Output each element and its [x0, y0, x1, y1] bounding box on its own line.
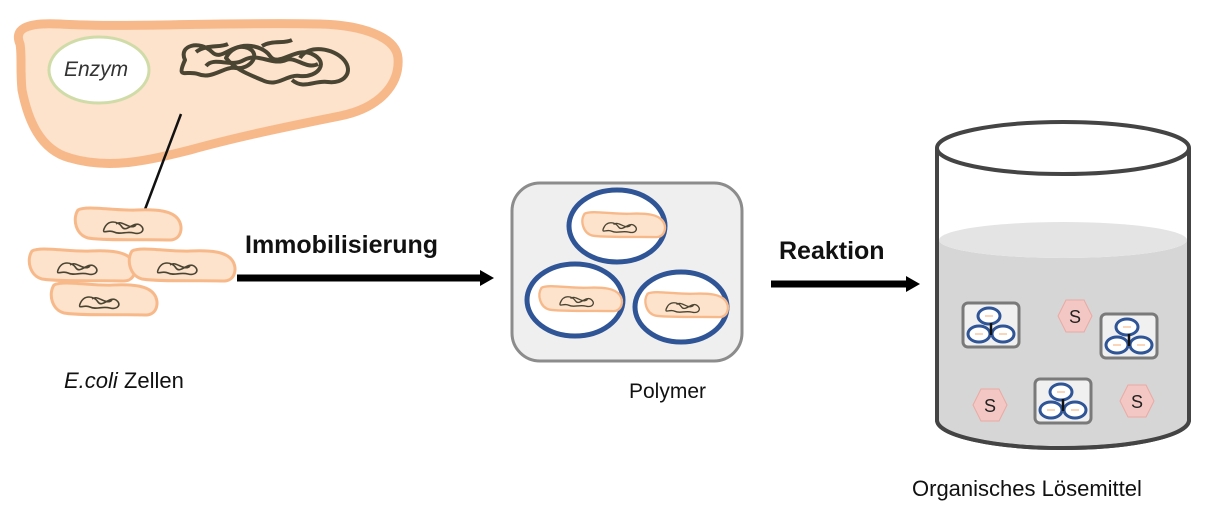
beaker: S S S: [935, 120, 1191, 450]
substrate-icon: S: [1119, 384, 1155, 418]
substrate-icon: S: [972, 388, 1008, 422]
enzyme-label: Enzym: [64, 58, 129, 81]
substrate-label: S: [1131, 392, 1143, 412]
polymer-label: Polymer: [629, 380, 707, 403]
polymer-panel: [510, 181, 744, 363]
small-cell: [73, 206, 183, 242]
immobilization-label: Immobilisierung: [245, 231, 439, 259]
small-cell: [127, 247, 237, 283]
polymer-bead: [566, 187, 668, 265]
small-cell: [27, 247, 137, 283]
polymer-bead: [632, 269, 730, 345]
immobilization-arrow: [237, 270, 494, 286]
immobilized-cluster-icon: [1033, 377, 1093, 425]
ecoli-cells-label: E.coli Zellen: [64, 368, 184, 394]
immobilized-cluster-icon: [961, 301, 1021, 349]
beaker-rim: [935, 120, 1191, 176]
small-cell: [49, 281, 159, 317]
substrate-icon: S: [1057, 299, 1093, 333]
zoom-connector-line: [142, 113, 183, 213]
ecoli-italic: E.coli: [64, 368, 118, 393]
substrate-label: S: [1069, 307, 1081, 327]
liquid-surface: [939, 222, 1187, 258]
reaction-label: Reaktion: [779, 237, 885, 265]
ecoli-rest: Zellen: [117, 368, 184, 393]
large-cell: [13, 19, 403, 168]
immobilized-cluster-icon: [1099, 312, 1159, 360]
solvent-label: Organisches Lösemittel: [912, 476, 1142, 501]
reaction-arrow: [771, 276, 920, 292]
substrate-label: S: [984, 396, 996, 416]
dna-large-icon: [179, 38, 350, 87]
enzyme-ellipse: [47, 35, 151, 105]
polymer-bead: [524, 261, 626, 339]
